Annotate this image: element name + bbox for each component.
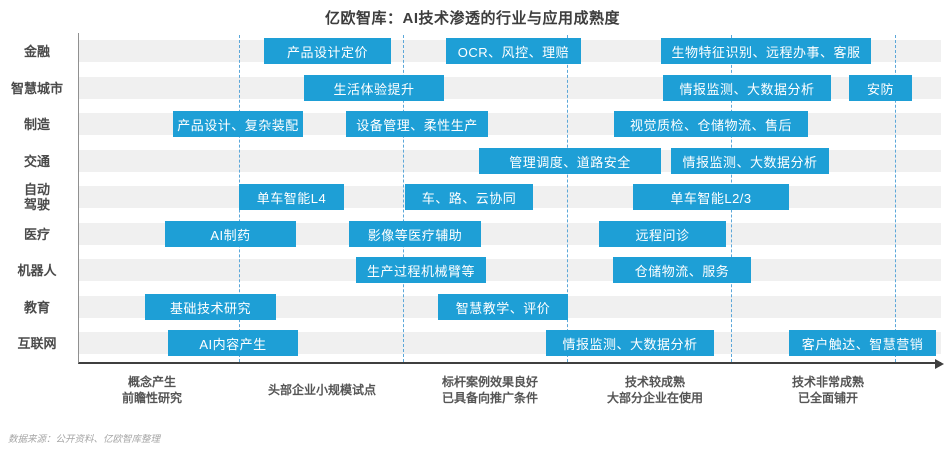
page-title: 亿欧智库：AI技术渗透的行业与应用成熟度 [324, 10, 620, 27]
maturity-stage-labels: 概念产生 前瞻性研究 头部企业小规模试点 标杆案例效果良好 已具备向推广条件 技术较成… [0, 371, 945, 413]
industry-label: 机器人 [17, 262, 57, 278]
industry-label: 互联网 [17, 335, 57, 351]
x-axis-arrow-icon [935, 359, 944, 369]
application-box: AI内容产生 [168, 330, 298, 356]
application-box: 客户触达、智慧营销 [789, 330, 936, 356]
application-box: 产品设计、复杂装配 [173, 111, 303, 137]
industry-label: 制造 [23, 116, 50, 132]
application-box: 管理调度、道路安全 [479, 148, 661, 174]
stage-label: 概念产生 前瞻性研究 [121, 375, 183, 405]
industry-axis-labels: 金融智慧城市制造交通自动 驾驶医疗机器人教育互联网 [0, 33, 76, 362]
stage-label: 标杆案例效果良好 已具备向推广条件 [441, 375, 539, 405]
application-box: 产品设计定价 [264, 38, 391, 64]
application-box: 情报监测、大数据分析 [546, 330, 714, 356]
data-source-note: 数据来源：公开资料、亿欧智库整理 [8, 434, 161, 445]
stage-label: 技术非常成熟 已全面铺开 [791, 375, 865, 405]
application-box: 生产过程机械臂等 [356, 257, 486, 283]
stage-label: 头部企业小规模试点 [267, 383, 377, 397]
industry-label: 交通 [23, 153, 50, 169]
application-box: 情报监测、大数据分析 [663, 75, 831, 101]
application-box: 生活体验提升 [304, 75, 444, 101]
application-box: 生物特征识别、远程办事、客服 [661, 38, 871, 64]
stage-divider-line [567, 35, 568, 362]
industry-label: 教育 [23, 299, 50, 315]
application-box: 视觉质检、仓储物流、售后 [614, 111, 808, 137]
stage-label: 技术较成熟 大部分企业在使用 [606, 375, 704, 405]
application-box: 安防 [849, 75, 912, 101]
application-box: 单车智能L2/3 [633, 184, 789, 210]
application-box: OCR、风控、理赔 [446, 38, 581, 64]
application-box: AI制药 [165, 221, 296, 247]
stage-divider-line [895, 35, 896, 362]
industry-label: 金融 [23, 43, 50, 59]
industry-label: 智慧城市 [10, 80, 63, 96]
application-box: 车、路、云协同 [405, 184, 533, 210]
industry-row-band [79, 259, 941, 281]
application-box: 智慧教学、评价 [438, 294, 568, 320]
application-box: 设备管理、柔性生产 [346, 111, 488, 137]
application-box: 远程问诊 [599, 221, 726, 247]
industry-label: 医疗 [23, 226, 50, 242]
application-box: 情报监测、大数据分析 [671, 148, 829, 174]
industry-label: 自动 驾驶 [23, 182, 50, 212]
stage-divider-line [403, 35, 404, 362]
application-box: 单车智能L4 [239, 184, 344, 210]
application-box: 影像等医疗辅助 [349, 221, 481, 247]
application-box: 基础技术研究 [145, 294, 276, 320]
application-box: 仓储物流、服务 [613, 257, 751, 283]
